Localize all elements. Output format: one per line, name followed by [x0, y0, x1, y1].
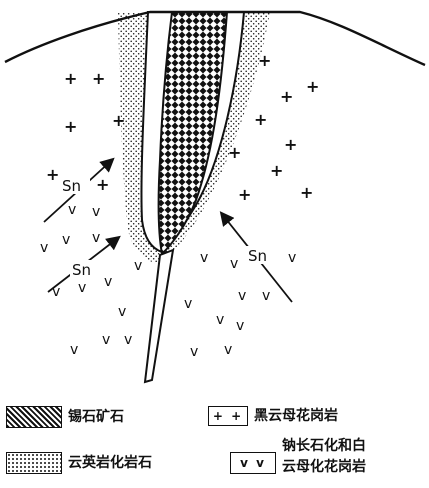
svg-text:v: v: [184, 296, 192, 312]
sn-label-2: Sn: [72, 261, 91, 279]
legend-label-biotite-granite: 黑云母花岗岩: [254, 407, 338, 424]
land-surface: [4, 10, 426, 67]
biotite-granite-symbols: + + + + + + + + + + + + + + +: [46, 51, 319, 204]
svg-text:+: +: [254, 110, 267, 129]
svg-text:v: v: [238, 288, 246, 304]
legend-label-albitized-line2: 云母化花岗岩: [282, 459, 366, 475]
svg-text:v: v: [134, 258, 142, 274]
legend-label-ore: 锡石矿石: [68, 408, 124, 425]
legend-item-albitized-granite: v v 钠长石化和白 云母化花岗岩: [230, 438, 366, 476]
svg-text:+: +: [258, 51, 271, 70]
legend-item-ore: 锡石矿石: [6, 406, 124, 428]
legend-item-greisen: 云英岩化岩石: [6, 452, 152, 474]
svg-text:+: +: [64, 69, 77, 88]
svg-text:v: v: [102, 332, 110, 348]
svg-text:v: v: [40, 240, 48, 256]
svg-text:v: v: [68, 202, 76, 218]
svg-text:v: v: [230, 256, 238, 272]
svg-text:v: v: [92, 204, 100, 220]
sn-label-3: Sn: [248, 247, 267, 265]
svg-text:+: +: [238, 185, 251, 204]
legend-label-greisen: 云英岩化岩石: [68, 454, 152, 471]
svg-text:v: v: [236, 318, 244, 334]
svg-text:v: v: [104, 274, 112, 290]
svg-text:v: v: [288, 250, 296, 266]
svg-text:v: v: [200, 250, 208, 266]
svg-text:v: v: [78, 280, 86, 296]
svg-text:v: v: [70, 342, 78, 358]
biotite-granite-swatch: + +: [208, 406, 248, 426]
svg-text:v: v: [124, 332, 132, 348]
svg-text:v: v: [62, 232, 70, 248]
svg-text:+: +: [112, 111, 125, 130]
cross-section-svg: + + + + + + + + + + + + + + + v v v v v …: [4, 10, 426, 384]
albitized-granite-swatch: v v: [230, 452, 276, 474]
greisen-swatch: [6, 452, 62, 474]
legend-label-albitized-granite: 钠长石化和白 云母化花岗岩: [276, 438, 366, 476]
svg-text:v: v: [52, 284, 60, 300]
svg-text:+: +: [228, 143, 241, 162]
svg-text:+: +: [64, 117, 77, 136]
svg-text:v: v: [190, 344, 198, 360]
svg-text:v: v: [92, 230, 100, 246]
albitized-granite-symbols: v v v v v v v v v v v v v v v v v v v v …: [40, 202, 296, 360]
feeder-dike: [143, 248, 175, 384]
svg-text:+: +: [92, 69, 105, 88]
svg-text:+: +: [46, 165, 59, 184]
svg-text:v: v: [216, 312, 224, 328]
svg-text:v: v: [224, 342, 232, 358]
legend-label-albitized-line1: 钠长石化和白: [282, 438, 366, 454]
ore-swatch: [6, 406, 62, 428]
svg-text:+: +: [280, 87, 293, 106]
svg-text:+: +: [300, 183, 313, 202]
svg-text:+: +: [270, 161, 283, 180]
svg-text:v: v: [262, 288, 270, 304]
svg-text:+: +: [306, 77, 319, 96]
svg-text:+: +: [284, 135, 297, 154]
svg-text:v: v: [118, 304, 126, 320]
svg-text:+: +: [96, 175, 109, 194]
sn-label-1: Sn: [62, 177, 81, 195]
legend: 锡石矿石 + + 黑云母花岗岩 云英岩化岩石 v v 钠长石化和白 云母化花岗岩: [0, 392, 429, 488]
legend-item-biotite-granite: + + 黑云母花岗岩: [208, 406, 338, 426]
